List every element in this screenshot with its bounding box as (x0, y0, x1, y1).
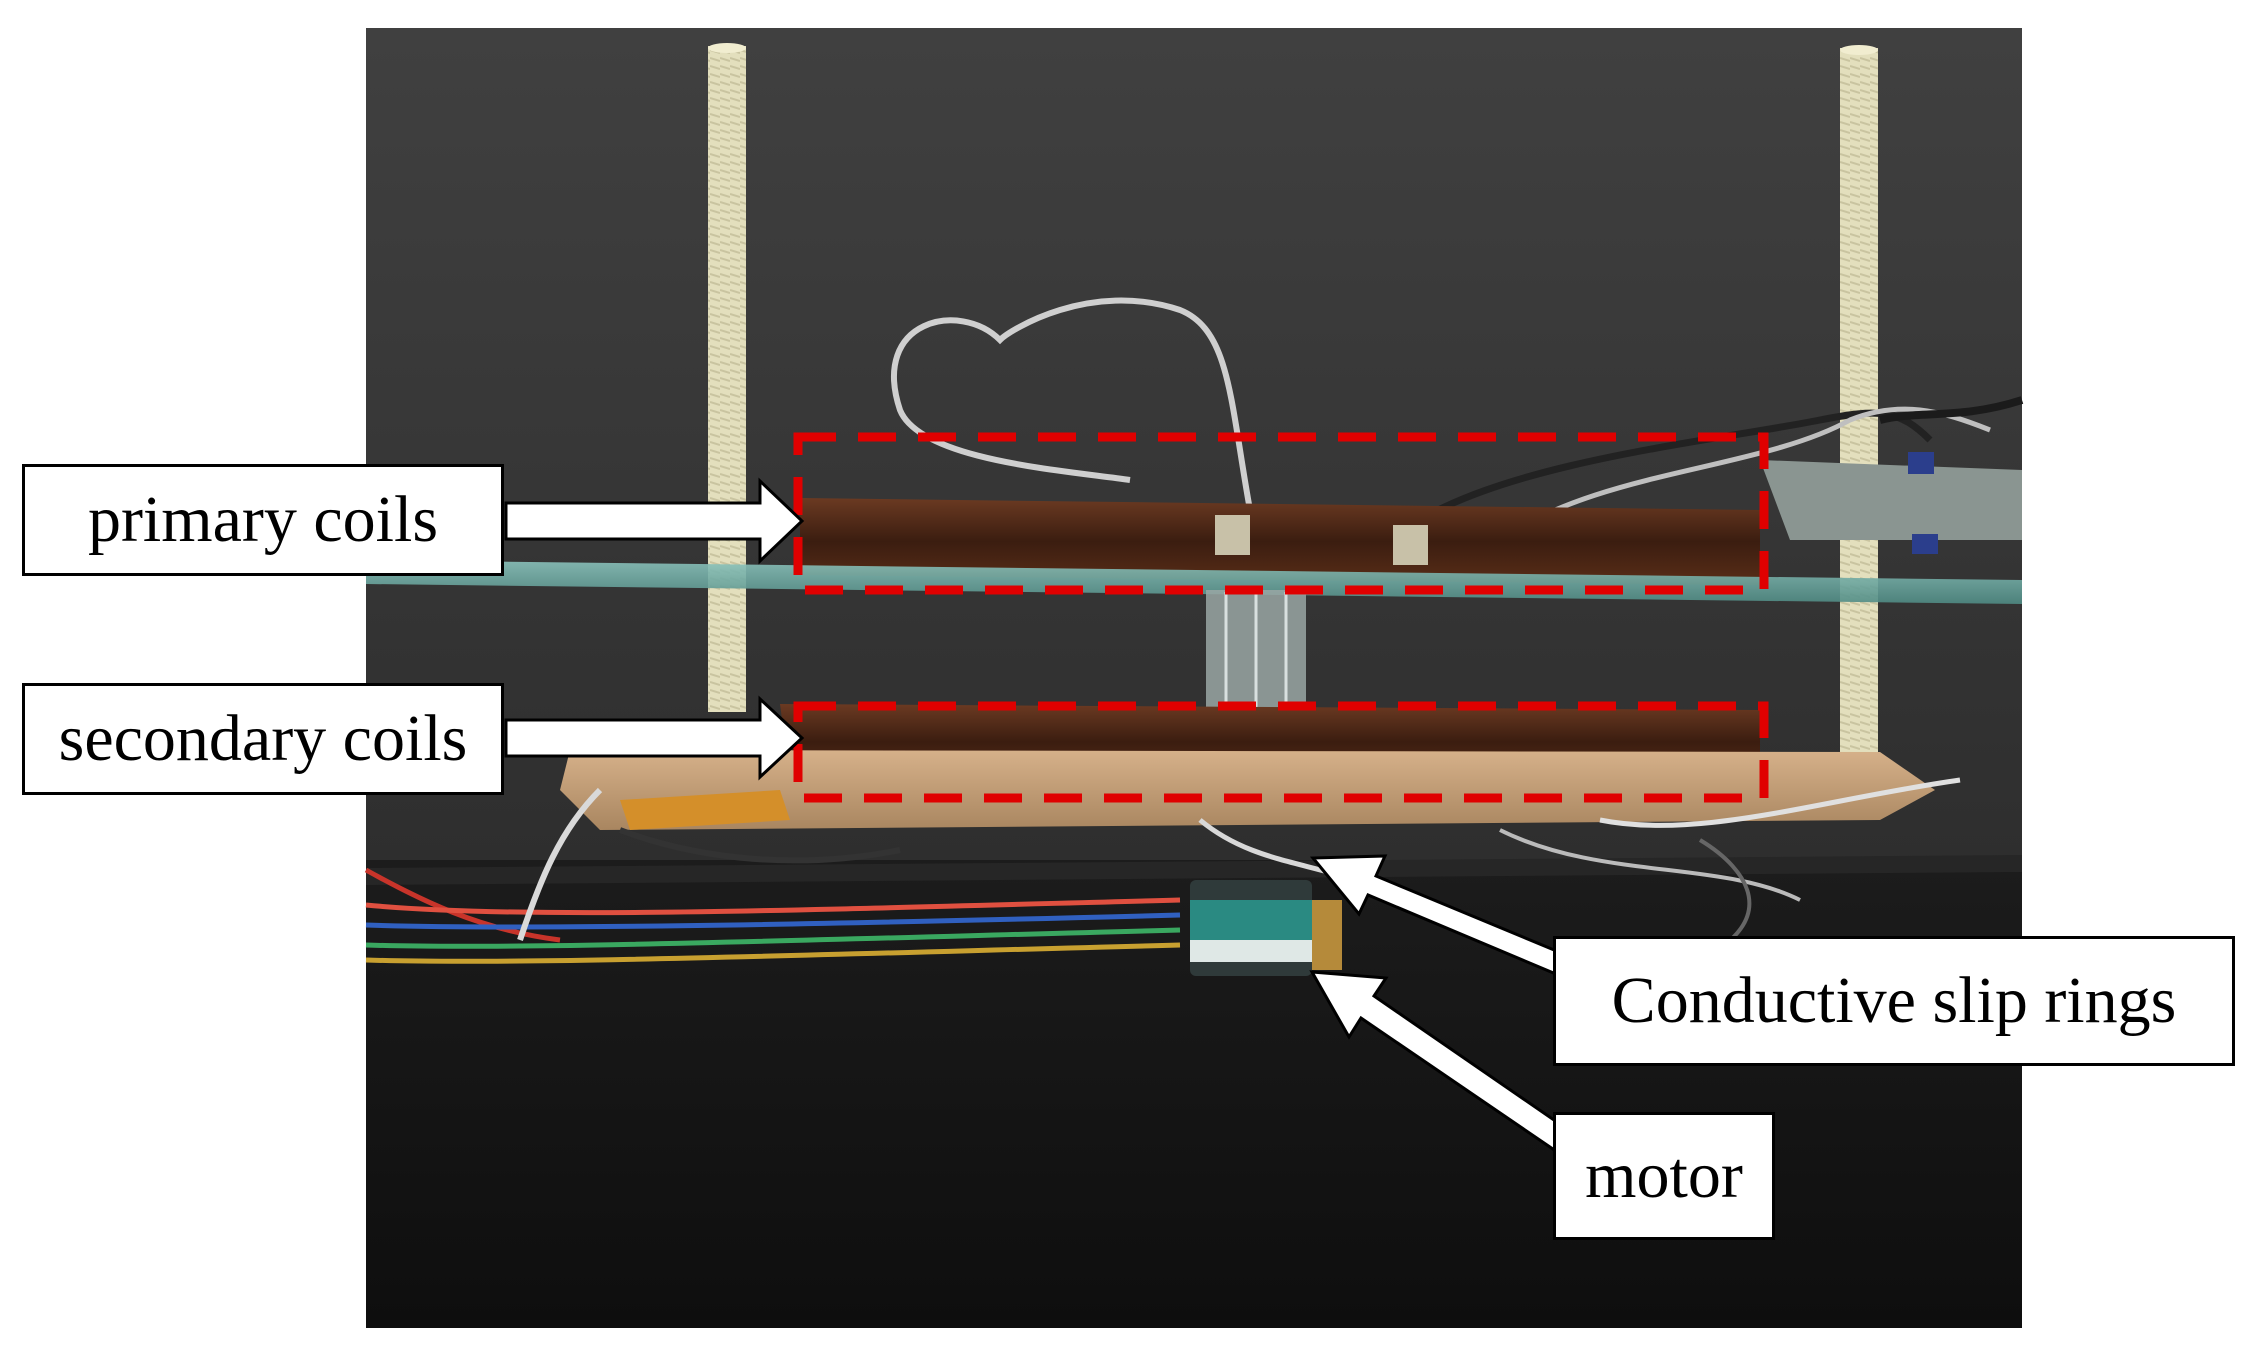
white-arrow-icon (504, 695, 805, 781)
primary-coil (800, 498, 1760, 585)
right-rod (1840, 48, 1878, 762)
wood-board (560, 750, 1935, 830)
circuit-board (1760, 460, 2022, 540)
motor-label: motor (1553, 1112, 1775, 1240)
white-arrow-icon (1309, 970, 1586, 1163)
left-rod (708, 46, 746, 712)
top-wire-loop (891, 297, 1253, 511)
slip-rings-label: Conductive slip rings (1553, 936, 2235, 1066)
secondary-highlight-box (793, 701, 1769, 803)
white-arrow-icon (1309, 854, 1585, 984)
secondary-coils-label: secondary coils (22, 683, 504, 795)
primary-highlight-box (793, 432, 1769, 595)
white-arrow-icon (504, 477, 805, 565)
primary-coils-label: primary coils (22, 464, 504, 576)
